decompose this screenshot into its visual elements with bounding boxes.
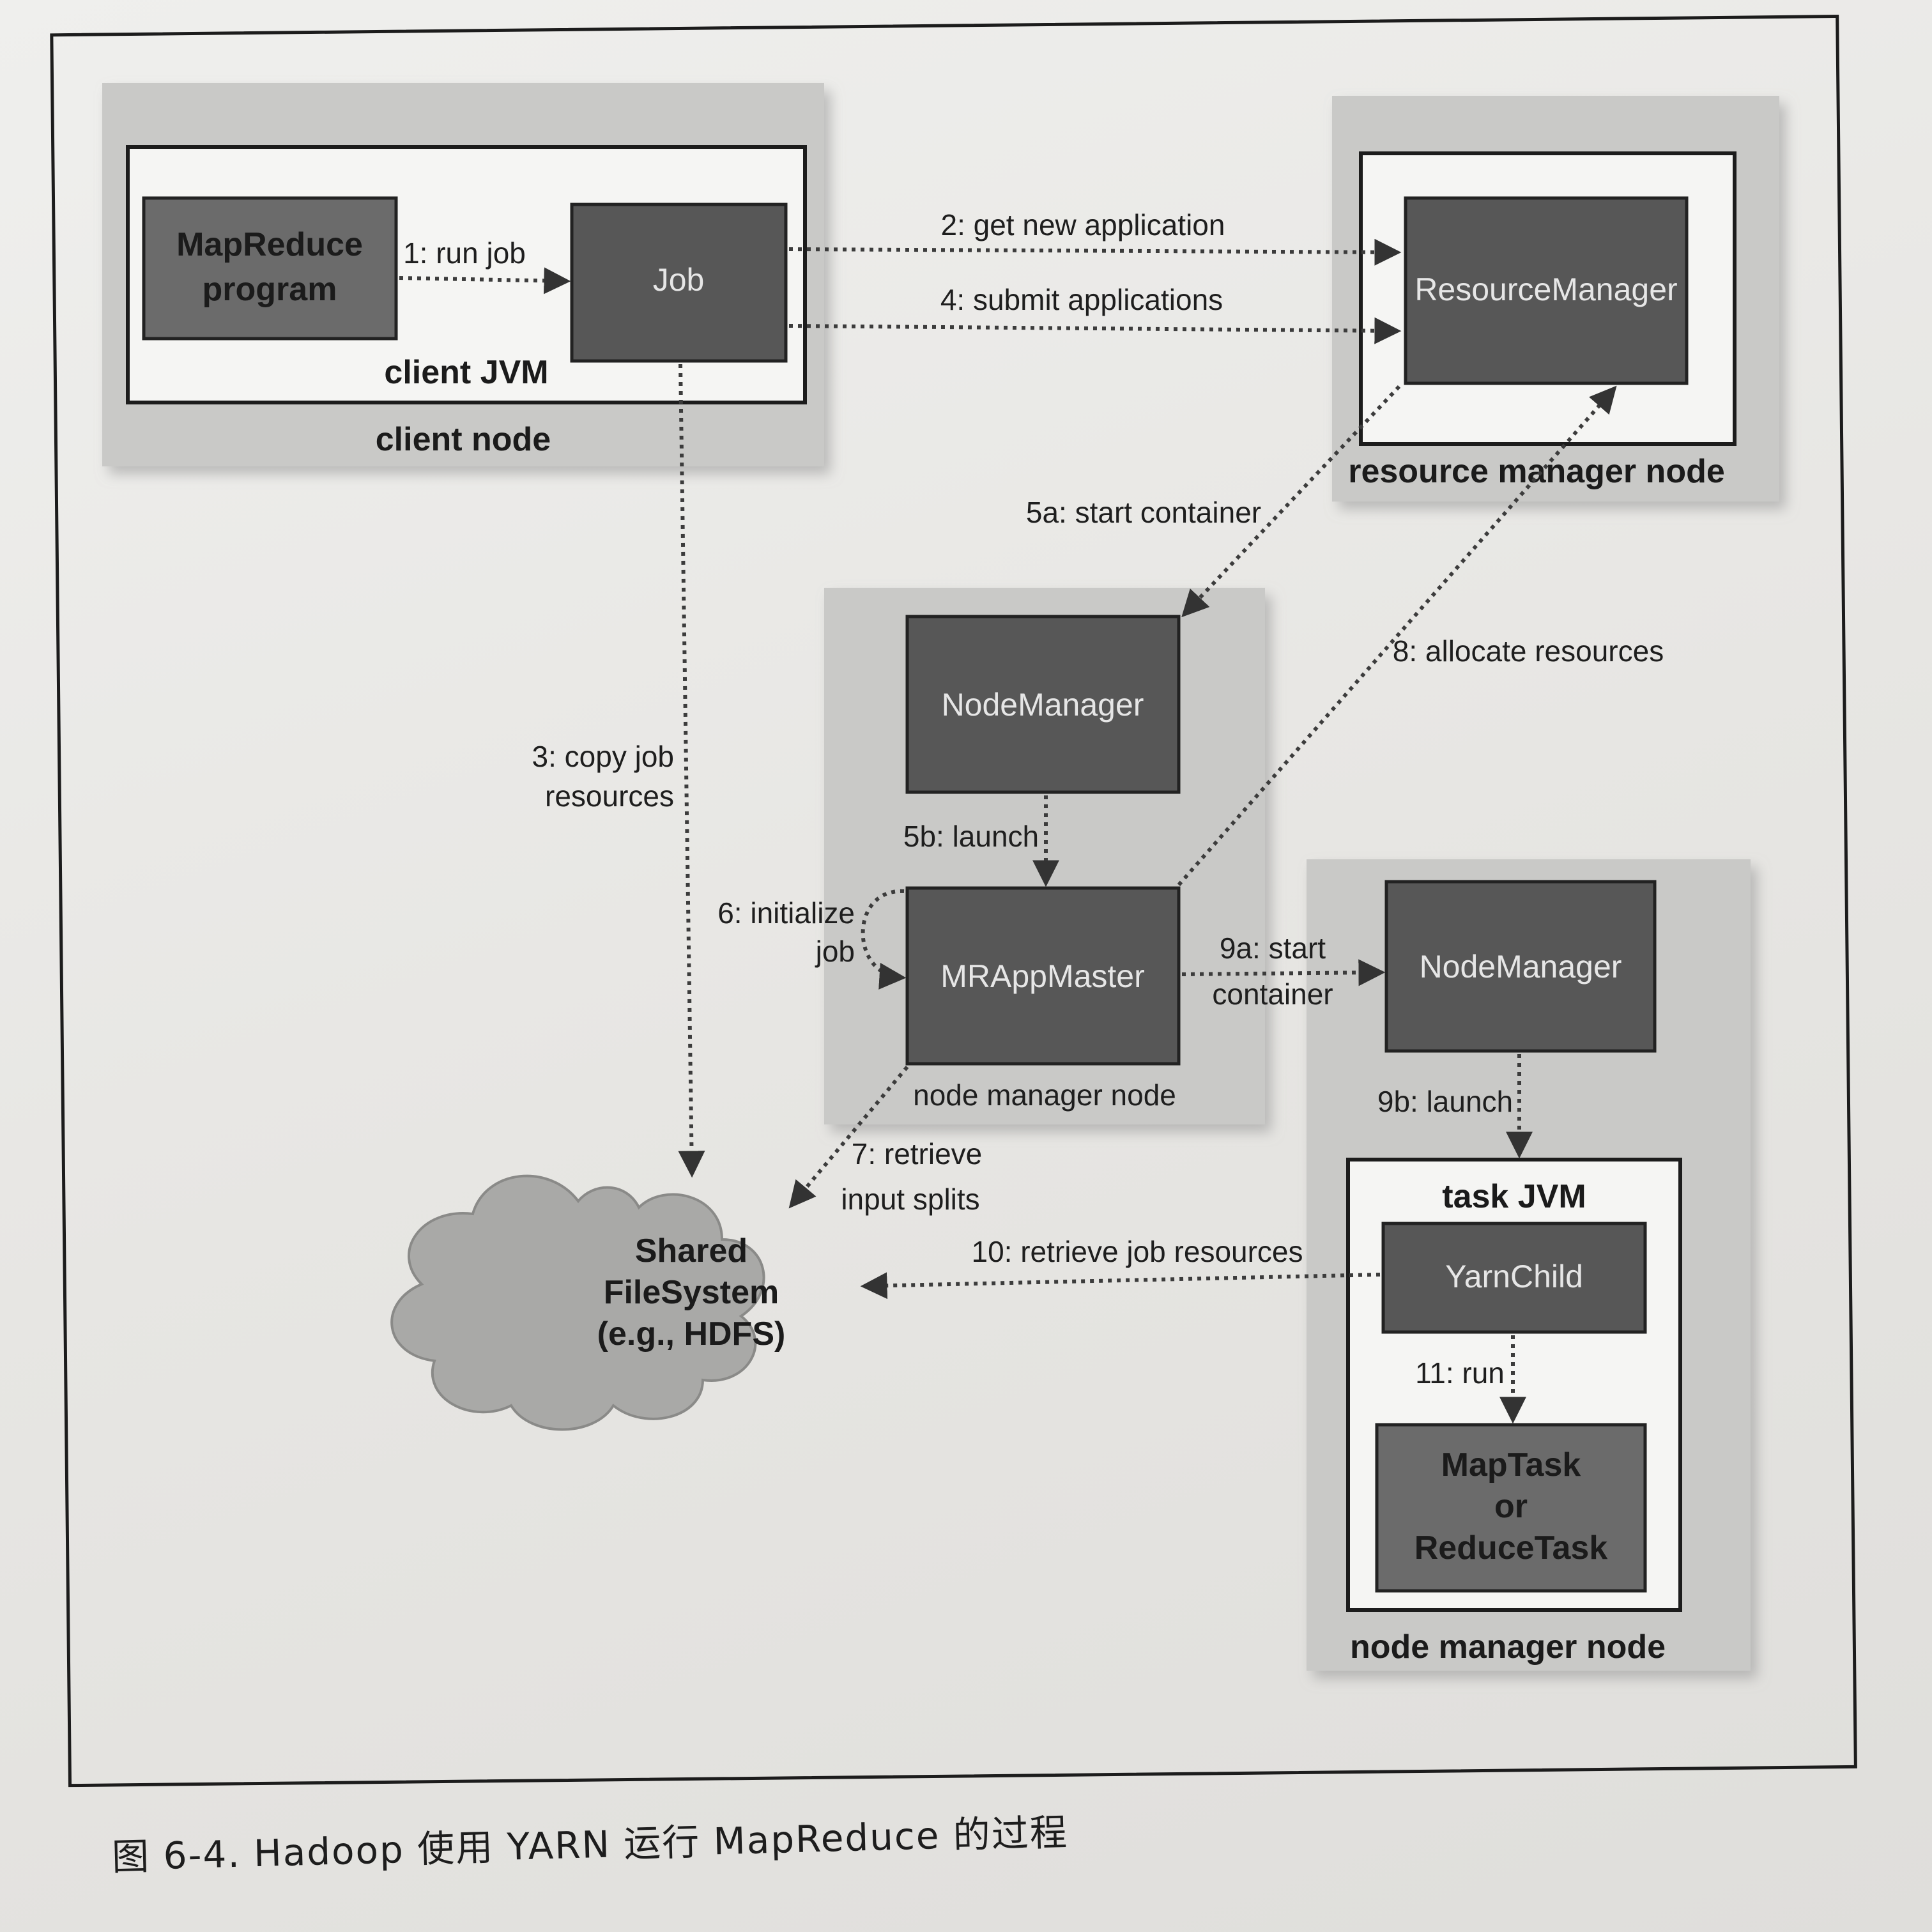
resource-manager-label: ResourceManager	[1414, 272, 1677, 307]
task-label-2: or	[1494, 1488, 1528, 1525]
arrow-initialize-job	[861, 889, 907, 990]
arrow-start-container-9a	[1181, 959, 1386, 986]
arrow-allocate-resources	[1177, 385, 1617, 886]
job-box	[570, 203, 788, 363]
arrow-run-job	[399, 267, 571, 295]
arrow-retrieve-job-resources	[860, 1272, 1381, 1300]
shared-fs-label-3: (e.g., HDFS)	[597, 1315, 786, 1353]
figure-frame	[50, 14, 1857, 1788]
node-manager-node-1: NodeManager MRAppMaster node manager nod…	[824, 588, 1265, 1124]
node-manager-node-1-label: node manager node	[913, 1078, 1176, 1112]
yarn-child-box	[1381, 1222, 1647, 1334]
node-manager-2-label: NodeManager	[1420, 949, 1622, 985]
label-copy-job-resources-1: 3: copy job	[532, 740, 674, 773]
label-submit-applications: 4: submit applications	[940, 283, 1223, 316]
label-start-container-9a-1: 9a: start	[1220, 931, 1326, 965]
arrow-retrieve-input-splits	[788, 1066, 909, 1209]
label-launch-5b: 5b: launch	[903, 820, 1039, 853]
arrows	[399, 238, 1617, 1424]
job-label: Job	[653, 262, 705, 298]
yarn-child-label: YarnChild	[1445, 1259, 1583, 1294]
client-jvm-label: client JVM	[384, 354, 548, 391]
node-manager-node-2: NodeManager task JVM YarnChild MapTask o…	[1307, 859, 1751, 1671]
label-retrieve-input-splits-1: 7: retrieve	[852, 1137, 983, 1170]
node-manager-2-box	[1384, 880, 1657, 1053]
mr-app-master-label: MRAppMaster	[940, 958, 1145, 994]
label-start-container-9a-2: container	[1212, 977, 1333, 1011]
label-retrieve-input-splits-2: input splits	[841, 1183, 979, 1216]
client-node: MapReduce program Job client JVM client …	[102, 83, 824, 466]
cloud-shape	[390, 1174, 765, 1431]
label-launch-9b: 9b: launch	[1377, 1085, 1513, 1118]
label-initialize-job-2: job	[815, 935, 855, 968]
shared-fs-label-1: Shared	[635, 1232, 747, 1269]
label-initialize-job-1: 6: initialize	[717, 896, 855, 930]
label-start-container-5a: 5a: start container	[1026, 496, 1261, 529]
shared-filesystem-cloud: Shared FileSystem (e.g., HDFS)	[390, 1174, 786, 1431]
mapreduce-program-label-2: program	[203, 271, 337, 308]
arrow-copy-job-resources	[678, 364, 705, 1178]
label-retrieve-job-resources: 10: retrieve job resources	[971, 1235, 1303, 1268]
label-run-11: 11: run	[1415, 1356, 1505, 1390]
node-manager-1-box	[905, 615, 1181, 794]
client-node-label: client node	[376, 421, 551, 458]
mr-app-master-box	[905, 886, 1181, 1066]
edge-labels: 1: run job 2: get new application 4: sub…	[403, 208, 1664, 1390]
mapreduce-program-label-1: MapReduce	[176, 226, 363, 263]
task-label-1: MapTask	[1441, 1446, 1581, 1483]
task-jvm-label: task JVM	[1442, 1178, 1586, 1215]
mapreduce-program-box	[142, 196, 398, 341]
resource-manager-box	[1404, 196, 1689, 385]
label-allocate-resources: 8: allocate resources	[1393, 634, 1664, 668]
task-box	[1375, 1423, 1647, 1593]
label-copy-job-resources-2: resources	[545, 779, 674, 813]
node-manager-1-label: NodeManager	[942, 687, 1144, 723]
task-label-3: ReduceTask	[1414, 1529, 1608, 1567]
label-get-new-application: 2: get new application	[941, 208, 1225, 241]
arrow-start-container-5a	[1181, 385, 1401, 618]
resource-manager-node-label: resource manager node	[1348, 453, 1725, 490]
resource-manager-node: ResourceManager resource manager node	[1332, 96, 1779, 502]
shared-fs-label-2: FileSystem	[604, 1274, 779, 1311]
arrow-submit-applications	[788, 317, 1402, 344]
arrow-get-new-application	[788, 238, 1402, 266]
label-run-job: 1: run job	[403, 236, 526, 270]
node-manager-node-2-label: node manager node	[1350, 1629, 1666, 1666]
